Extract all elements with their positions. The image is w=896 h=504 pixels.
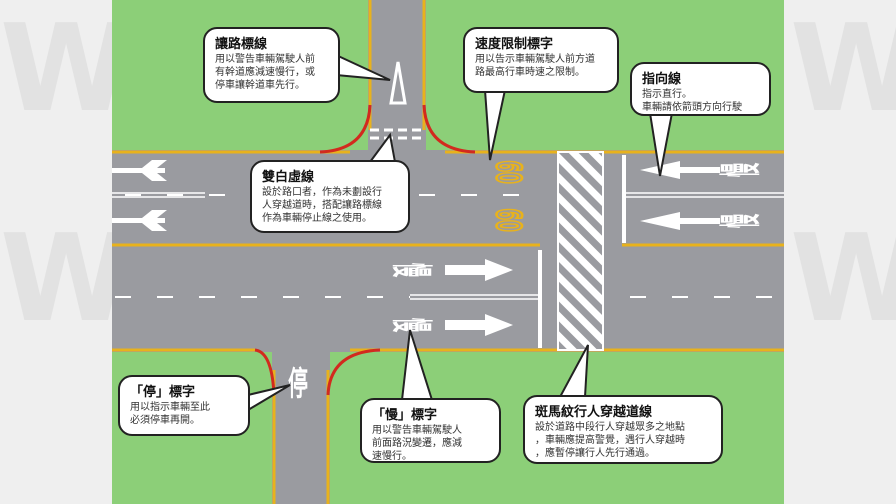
yellow-edge-lines — [112, 0, 784, 504]
arrow-right-icon — [445, 259, 513, 281]
callout-title: 斑馬紋行人穿越道線 — [535, 405, 653, 420]
callout-description: 設於道路中段行人穿越眾多之地點 ，車輛應提高警覺，遇行人穿越時 ，應暫停讓行人先… — [535, 422, 685, 459]
svg-text:W: W — [790, 210, 896, 349]
callout-stop-marking: 「停」標字 用以指示車輛至此 必須停車再開。 — [118, 375, 250, 436]
speed-limit-marking: 60 — [488, 160, 527, 183]
callout-title: 速度限制標字 — [475, 37, 554, 52]
turn-arrow-icon — [112, 160, 167, 181]
speed-markings: 60 60 — [487, 159, 528, 232]
callout-double-white-dashed: 雙白虛線 設於路口者，作為未劃設行 人穿越道時，搭配讓路標線 作為車輛停止線之使… — [250, 160, 410, 233]
svg-text:W: W — [0, 210, 132, 349]
double-white-dashed-line — [370, 128, 424, 140]
zebra-crossing — [557, 151, 604, 351]
double-solid-lanes — [112, 192, 784, 300]
callout-tails — [247, 54, 673, 411]
slow-marking: 慢 — [386, 263, 434, 278]
callout-description: 指示直行。 車輛請依箭頭方向行駛 — [642, 89, 742, 113]
slow-marking: 慢 — [718, 162, 766, 177]
callout-title: 讓路標線 — [215, 37, 268, 52]
yield-triangle-marking — [389, 61, 407, 105]
callout-title: 「慢」標字 — [372, 408, 438, 423]
callout-description: 用以告示車輛駕駛人前方道 路最高行車時速之限制。 — [475, 54, 595, 78]
callout-description: 設於路口者，作為未劃設行 人穿越道時，搭配讓路標線 作為車輛停止線之使用。 — [262, 187, 382, 224]
slow-markings: 慢 慢 慢 慢 — [386, 162, 765, 332]
callout-title: 雙白虛線 — [262, 170, 315, 185]
turn-arrow-icon — [112, 210, 167, 231]
south-road — [272, 350, 330, 504]
callout-description: 用以警告車輛駕駛人前 有幹道應減速慢行，或 停車讓幹道車先行。 — [215, 54, 315, 91]
svg-text:W: W — [790, 0, 896, 139]
callout-zebra-crossing: 斑馬紋行人穿越道線 設於道路中段行人穿越眾多之地點 ，車輛應提高警覺，遇行人穿越… — [523, 395, 723, 464]
callout-description: 用以指示車輛至此 必須停車再開。 — [130, 402, 210, 426]
arrow-right-icon — [445, 314, 513, 336]
speed-limit-marking: 60 — [488, 208, 527, 231]
callout-description: 用以警告車輛駕駛人 前面路況變遷，應減 速慢行。 — [372, 425, 462, 462]
stop-marking: 停 — [288, 365, 308, 404]
main-road — [112, 150, 784, 352]
slow-marking: 慢 — [386, 318, 434, 333]
callout-direction-line: 指向線 指示直行。 車輛請依箭頭方向行駛 — [630, 62, 771, 116]
callout-slow-marking: 「慢」標字 用以警告車輛駕駛人 前面路況變遷，應減 速慢行。 — [360, 398, 501, 463]
callout-speed-limit: 速度限制標字 用以告示車輛駕駛人前方道 路最高行車時速之限制。 — [463, 27, 619, 93]
slow-marking: 慢 — [718, 213, 766, 228]
arrow-left-icon — [640, 212, 720, 230]
svg-text:W: W — [0, 0, 132, 139]
lane-dashes — [115, 194, 784, 298]
stop-lines — [538, 155, 626, 348]
callout-title: 指向線 — [642, 72, 682, 87]
callout-title: 「停」標字 — [130, 385, 196, 400]
callout-yield-line: 讓路標線 用以警告車輛駕駛人前 有幹道應減速慢行，或 停車讓幹道車先行。 — [203, 27, 340, 103]
